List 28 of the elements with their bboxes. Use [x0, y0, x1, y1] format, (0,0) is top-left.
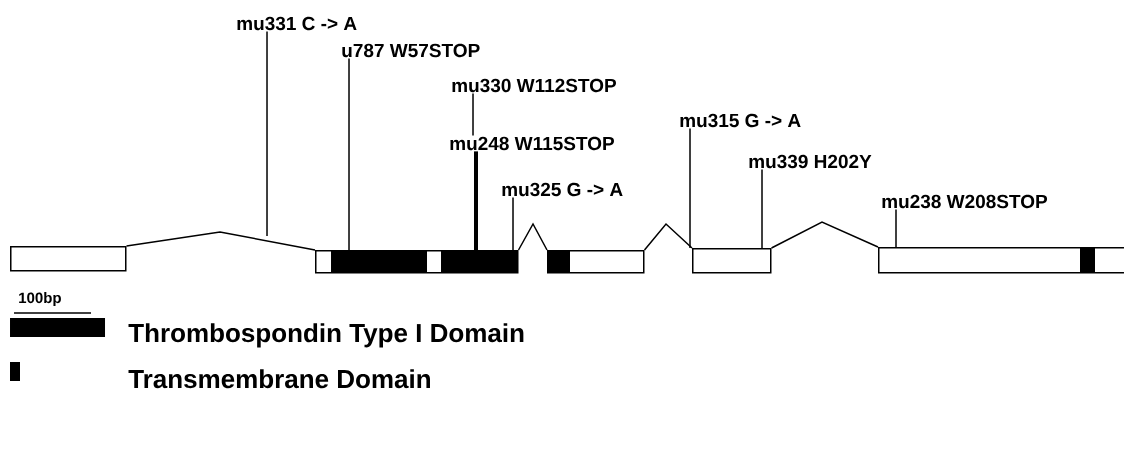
exon-box: [692, 248, 772, 274]
exon-box: [10, 246, 127, 272]
mutation-label: mu339 H202Y: [749, 154, 872, 169]
leader-line: [761, 168, 763, 249]
leader-line: [895, 208, 897, 248]
scale-label: 100bp: [19, 292, 61, 307]
mutation-label: mu325 G -> A: [502, 182, 623, 197]
mutation-label: mu330 W112STOP: [452, 78, 616, 93]
mutation-label: mu238 W208STOP: [882, 194, 1048, 209]
leader-line: [472, 92, 474, 137]
leader-line: [474, 151, 478, 250]
leader-line: [689, 127, 691, 249]
mutation-label: mu315 G -> A: [680, 113, 801, 128]
legend-text: Thrombospondin Type I Domain: [128, 323, 524, 348]
mutation-label: mu248 W115STOP: [450, 136, 614, 151]
leader-line: [512, 196, 514, 251]
intron-line: [643, 222, 693, 251]
exon-box: [315, 250, 519, 274]
intron-line: [770, 221, 879, 249]
leader-line: [348, 57, 350, 251]
mutation-label: mu331 C -> A: [237, 16, 357, 31]
leader-line: [266, 30, 268, 237]
legend-text: Transmembrane Domain: [128, 369, 430, 389]
intron-line: [517, 222, 548, 251]
exon-box: [878, 247, 1124, 274]
intron-line: [125, 231, 316, 251]
exon-box: [547, 250, 645, 274]
mutation-label: u787 W57STOP: [342, 43, 480, 58]
